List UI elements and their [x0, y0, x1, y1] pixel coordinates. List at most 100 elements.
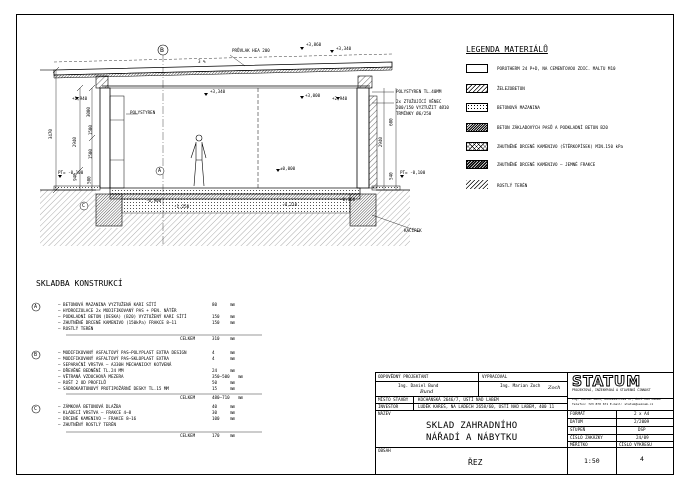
scale-value: 1:50	[584, 457, 600, 465]
block-a-row: – BETONOVÁ MAZANINA VYZTUŽENÁ KARI SÍTÍ	[58, 302, 157, 307]
scale-label: MĚŘÍTKO	[570, 442, 588, 447]
drew-name: Ing. Marian Zoch	[500, 383, 541, 388]
block-c-marker: C	[34, 406, 38, 412]
dim-1500b: 1500	[87, 149, 93, 160]
block-b-value: 4	[212, 356, 215, 361]
block-c-row: – ZÁMKOVÁ BETONOVÁ DLAŽBA	[58, 404, 122, 409]
person-figure	[190, 134, 207, 187]
block-a-value: 150	[212, 320, 220, 325]
level-m0900: -0,900	[146, 198, 162, 203]
block-b-value: 50	[212, 380, 218, 385]
date-value: 2/2009	[634, 419, 650, 424]
level-m0210: -0,210	[282, 202, 298, 207]
drawing-sheet	[16, 14, 674, 475]
block-c-row: – ZHUTNĚNÝ ROSTLÝ TERÉN	[58, 422, 116, 427]
block-a-marker: A	[34, 304, 38, 310]
level-3860: +3,860	[306, 42, 322, 47]
block-a-row: – HYDROIZOLACE 2x MODIFIKOVANÝ PAS + PEN…	[58, 308, 177, 313]
dim-940: 940	[72, 173, 78, 181]
axis-c-marker	[79, 201, 89, 211]
legend-title: LEGENDA MATERIÁLŮ	[466, 45, 548, 54]
investor-value: LUDĚK KAREŠ, NA LADECH 2658/60, ÚSTÍ NAD…	[418, 404, 555, 409]
dim-540: 540	[388, 172, 394, 180]
block-a-unit: mm	[230, 320, 236, 325]
legend-item-fine-aggregate: ZHUTNĚNÉ DRCENÉ KAMENIVO – JEMNÉ FRAKCE	[497, 162, 596, 167]
format-label: FORMÁT	[570, 411, 586, 416]
content-label: OBSAH	[378, 448, 391, 453]
block-a-unit: mm	[230, 302, 236, 307]
legend-item-foundation-concrete: BETON ZÁKLADOVÝCH PASŮ A PODKLADNÍ BETON…	[497, 125, 608, 130]
legend-item-reinforced-concrete: ŽELEZOBETON	[497, 86, 525, 91]
logo-contact: Telefon: 723 870 671 E-mail: statum@sezn…	[572, 402, 654, 406]
block-a-total: 310	[212, 336, 220, 341]
block-a-row: – ROSTLÝ TERÉN	[58, 326, 94, 331]
block-a-total-label: CELKEM	[180, 336, 196, 341]
level-2940-right: +2,940	[332, 96, 348, 101]
left-wall	[99, 87, 111, 189]
block-b-value: 24	[212, 368, 218, 373]
polystyrene-40-label: POLYSTYREN TL.40MM	[396, 89, 442, 94]
axis-c-label: C	[82, 203, 86, 209]
level-m1250: -1,250	[174, 204, 190, 209]
designer-signature: Bund	[420, 389, 434, 395]
level-m0100-right: PT= -0,100	[400, 170, 426, 175]
block-b-row: – MODIFIKOVANÝ ASFALTOVÝ PAS–POLYPLAST E…	[58, 350, 187, 355]
block-a-value: 80	[212, 302, 218, 307]
axis-b-label: B	[160, 46, 164, 54]
level-3340-inner: +3,340	[210, 89, 226, 94]
order-label: ČÍSLO ZAKÁZKY	[570, 435, 603, 440]
block-b-row: – MODIFIKOVANÝ ASFALTOVÝ PAS–SKLOPLAST E…	[58, 356, 169, 361]
block-c-unit: mm	[230, 416, 236, 421]
legend-item-porotherm: POROTHERM 24 P+D, NA CEMENTOVOU ZDIC. MA…	[497, 66, 616, 71]
level-2940-left: +2,940	[72, 96, 88, 101]
block-b-value: 350–500	[212, 374, 230, 379]
date-label: DATUM	[570, 419, 583, 424]
block-c-value: 100	[212, 416, 220, 421]
block-b-row: – SÁDROKARTONOVÝ PROTIPOŽÁRNÍ DESKY TL.1…	[58, 386, 169, 391]
block-a-row: – PODKLADNÍ BETON (DESKA) (B20) VYZTUŽEN…	[58, 314, 187, 319]
stage-label: STUPEŇ	[570, 427, 586, 432]
dim-3470: 3470	[47, 129, 53, 140]
dim-2940: 2940	[71, 137, 77, 148]
block-b-row: – DŘEVĚNÉ BEDNĚNÍ TL.24 MM	[58, 368, 124, 373]
block-c-total-label: CELKEM	[180, 433, 196, 438]
block-c-row: – DRCENÉ KAMENIVO – FRAKCE 8–16	[58, 416, 137, 421]
logo-text: STATUM	[571, 374, 642, 390]
dim-3000: 3000	[85, 107, 91, 118]
project-name-line2: NÁŘADÍ A NÁBYTKU	[426, 433, 518, 443]
level-m0160: -0,160	[340, 197, 356, 202]
block-c-total-unit: mm	[230, 433, 236, 438]
designer-name: Ing. Daniel Bund	[398, 383, 439, 388]
block-b-unit: mm	[230, 368, 236, 373]
dim-500: 500	[86, 176, 92, 184]
block-b-row: – SEPARAČNÍ VRSTVA – A330H MECHANICKY KO…	[58, 362, 172, 367]
legend-swatch-reinforced-concrete	[466, 84, 488, 93]
legend-swatch-compacted-aggregate	[466, 142, 488, 151]
dim-2940-right: 2940	[377, 137, 383, 148]
ring-beam-label: 2x ZTUŽUJÍCÍ VĚNEC	[396, 99, 442, 104]
block-b-total-label: CELKEM	[180, 395, 196, 400]
axis-a-marker	[155, 166, 165, 176]
block-b-value: 4	[212, 350, 215, 355]
legend-swatch-porotherm	[466, 64, 488, 73]
block-c-total: 170	[212, 433, 220, 438]
legend-swatch-fine-aggregate	[466, 160, 488, 169]
roof-layer	[53, 66, 393, 79]
block-a-value: 150	[212, 314, 220, 319]
block-c-value: 40	[212, 404, 218, 409]
investor-label: INVESTOR	[378, 404, 399, 409]
legend-item-screed: BETONOVÁ MAZANINA	[497, 105, 540, 110]
axis-a-label: A	[158, 168, 162, 174]
block-b-marker: B	[34, 352, 38, 358]
beam-label: PRŮVLAK HEA 200	[232, 48, 270, 53]
dim-1500: 1500	[87, 125, 93, 136]
legend-item-natural-ground: ROSTLÝ TERÉN	[497, 183, 528, 188]
block-b-unit: mm	[230, 386, 236, 391]
title-block	[375, 372, 674, 475]
block-a-row: – ZHUTNĚNÉ DRCENÉ KAMENIVO (150kPa) FRAK…	[58, 320, 177, 325]
block-b-total-unit: mm	[238, 395, 244, 400]
legend-item-compacted-aggregate: ZHUTNĚNÉ DRCENÉ KAMENIVO (ŠTĚRKOPÍSEK) M…	[497, 144, 624, 149]
ring-beam-rebar: 200/150 VYZTUŽIT 4Ø10	[396, 105, 449, 110]
drew-signature: Zoch	[548, 385, 561, 391]
name-label: NÁZEV	[378, 411, 391, 416]
